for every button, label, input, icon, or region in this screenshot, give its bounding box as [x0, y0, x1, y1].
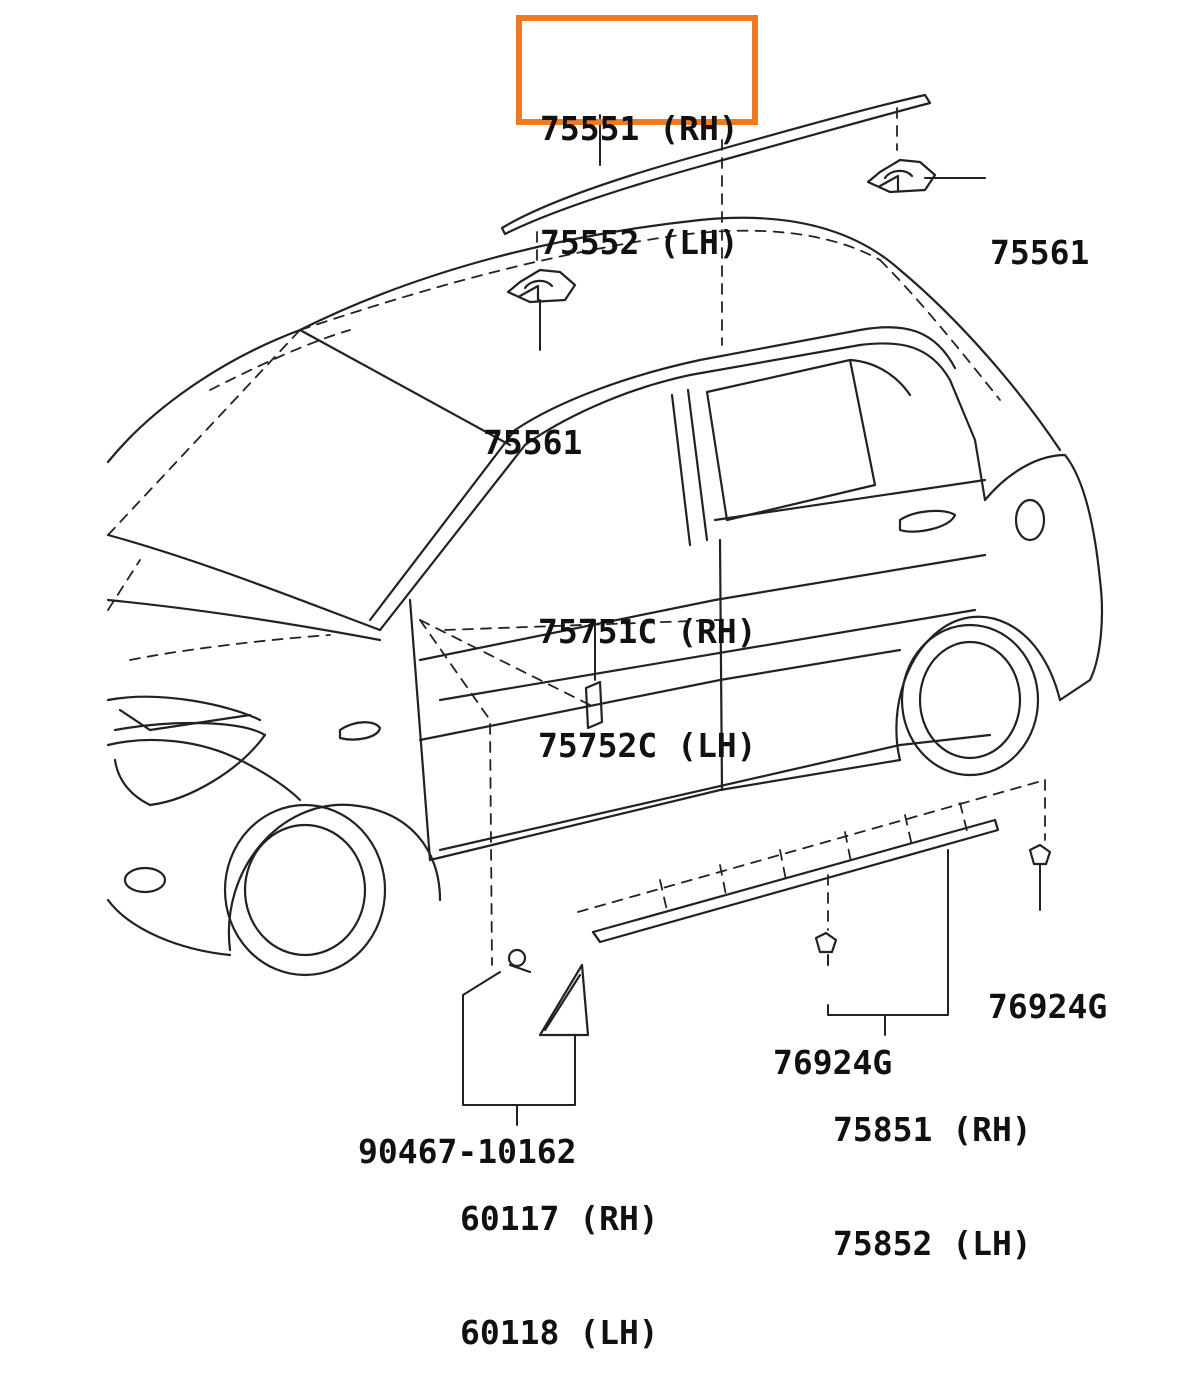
- callout-mudguard[interactable]: 60117 (RH) 60118 (LH): [460, 1124, 659, 1390]
- dashed-guides: [107, 107, 1046, 966]
- callout-rocker-clip-left[interactable]: 76924G: [773, 968, 892, 1120]
- part-number-rh: 75751C (RH): [538, 612, 757, 651]
- highlight-box: [516, 15, 758, 125]
- callout-roof-clip-left[interactable]: 75561: [483, 348, 582, 500]
- molding-icon: [584, 680, 604, 730]
- clip-icon: [814, 843, 1052, 954]
- part-number: 76924G: [988, 987, 1108, 1026]
- callout-roof-clip-right[interactable]: 75561: [990, 158, 1089, 310]
- parts-diagram: [106, 93, 1104, 1126]
- clip-icon: [866, 158, 937, 194]
- part-number-lh: 75552 (LH): [540, 223, 739, 262]
- part-number: 75561: [990, 233, 1090, 272]
- part-number-lh: 75852 (LH): [833, 1224, 1032, 1263]
- mudguard-icon: [538, 963, 590, 1037]
- part-number-rh: 75851 (RH): [833, 1110, 1032, 1149]
- part-number-rh: 75551 (RH): [540, 109, 739, 148]
- callout-rocker-clip-right[interactable]: 76924G: [988, 912, 1107, 1064]
- callout-rocker-panel[interactable]: 75851 (RH) 75852 (LH): [833, 1035, 1032, 1301]
- callout-roof-molding[interactable]: 75551 (RH) 75552 (LH): [540, 34, 739, 300]
- part-number-lh: 75752C (LH): [538, 726, 757, 765]
- part-number-rh: 60117 (RH): [460, 1199, 659, 1238]
- part-number-lh: 60118 (LH): [460, 1313, 659, 1352]
- clip-icon: [506, 268, 577, 304]
- callout-screw[interactable]: 90467-10162: [358, 1057, 577, 1209]
- rivet-icon: [507, 948, 532, 974]
- rocker-panel-icon: [591, 818, 1000, 944]
- part-number: 76924G: [773, 1043, 893, 1082]
- part-number: 75561: [483, 423, 583, 462]
- part-number: 90467-10162: [358, 1132, 577, 1171]
- callout-door-moulding[interactable]: 75751C (RH) 75752C (LH): [538, 537, 757, 803]
- roof-molding-icon: [500, 93, 932, 236]
- leader-lines: [462, 114, 1041, 1126]
- car-body-outline: [106, 216, 1104, 977]
